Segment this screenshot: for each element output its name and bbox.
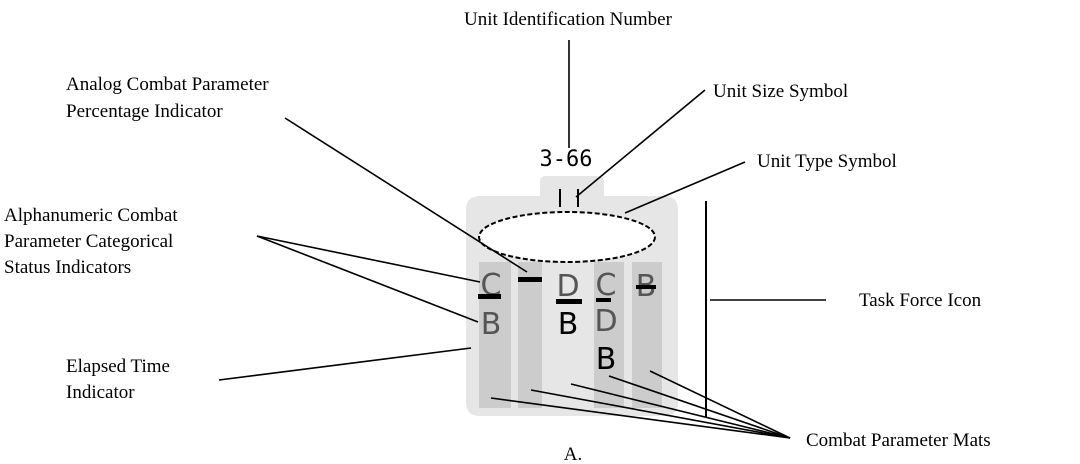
task-force-icon: 3-66 C B D B C D B B [466, 147, 707, 417]
leader-mat-4 [608, 375, 791, 439]
figure-label: A. [564, 444, 582, 464]
label-analog-line2: Percentage Indicator [66, 101, 223, 122]
mat4-letter-b: B [596, 342, 617, 377]
mat4-letter-c: C [596, 268, 617, 303]
label-unit-size: Unit Size Symbol [713, 81, 848, 102]
label-alpha-line1: Alphanumeric Combat [4, 205, 178, 226]
label-task-force: Task Force Icon [859, 290, 982, 311]
leader-mat-3 [570, 383, 791, 439]
label-elapsed-line1: Elapsed Time [66, 356, 170, 377]
leader-elapsed [218, 347, 472, 381]
label-unit-id: Unit Identification Number [464, 9, 673, 30]
combat-parameter-mat-2 [555, 262, 585, 408]
label-mats: Combat Parameter Mats [806, 430, 991, 451]
combat-parameter-mat-1 [518, 262, 542, 408]
label-alpha-line2: Parameter Categorical [4, 231, 173, 252]
leader-mat-5 [649, 370, 791, 439]
analog-percentage-indicator [518, 277, 542, 282]
leader-alpha-2 [256, 235, 479, 323]
leader-unit-size [575, 89, 706, 198]
label-alpha-line3: Status Indicators [4, 257, 131, 278]
leader-unit-type [624, 161, 746, 214]
leader-lines [218, 40, 826, 439]
label-elapsed-line2: Indicator [66, 382, 135, 403]
leader-mat-1 [490, 397, 791, 439]
mat3-letter-d: D [556, 269, 579, 304]
mat4-percentage-marker [596, 298, 611, 302]
mat3-percentage-marker [556, 299, 582, 304]
leader-analog [284, 117, 528, 273]
elapsed-time-mat [479, 262, 511, 408]
mat3-letter-b: B [558, 307, 579, 342]
leader-mat-2 [530, 389, 791, 439]
unit-type-ellipse [478, 211, 656, 263]
unit-number: 3-66 [540, 147, 593, 172]
leader-alpha-1 [256, 235, 481, 283]
label-unit-type: Unit Type Symbol [757, 151, 897, 172]
combat-parameter-mat-3 [594, 262, 624, 408]
callout-labels: Unit Identification Number Unit Size Sym… [4, 9, 991, 464]
label-analog-line1: Analog Combat Parameter [66, 74, 269, 95]
mat4-letter-d: D [594, 304, 617, 339]
mat1-letter-b: B [481, 307, 502, 342]
mat5-percentage-marker [636, 285, 656, 289]
mat1-percentage-marker [478, 294, 501, 299]
